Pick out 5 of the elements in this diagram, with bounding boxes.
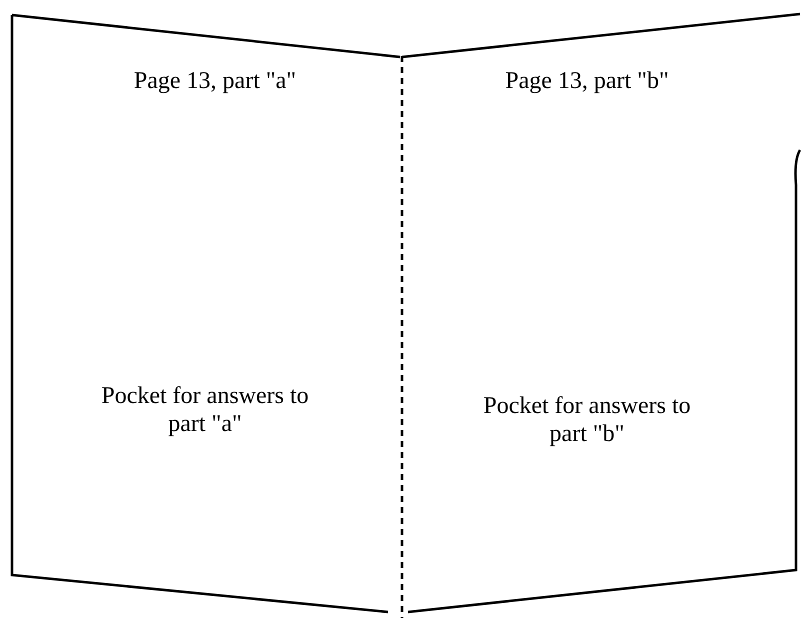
pocket-label: Pocket for answers to part "a" [100, 382, 310, 438]
page-heading: Page 13, part "a" [134, 67, 296, 95]
page-heading: Page 13, part "b" [505, 67, 669, 95]
pocket-label: Pocket for answers to part "b" [482, 392, 692, 448]
folder-panel [402, 10, 801, 616]
